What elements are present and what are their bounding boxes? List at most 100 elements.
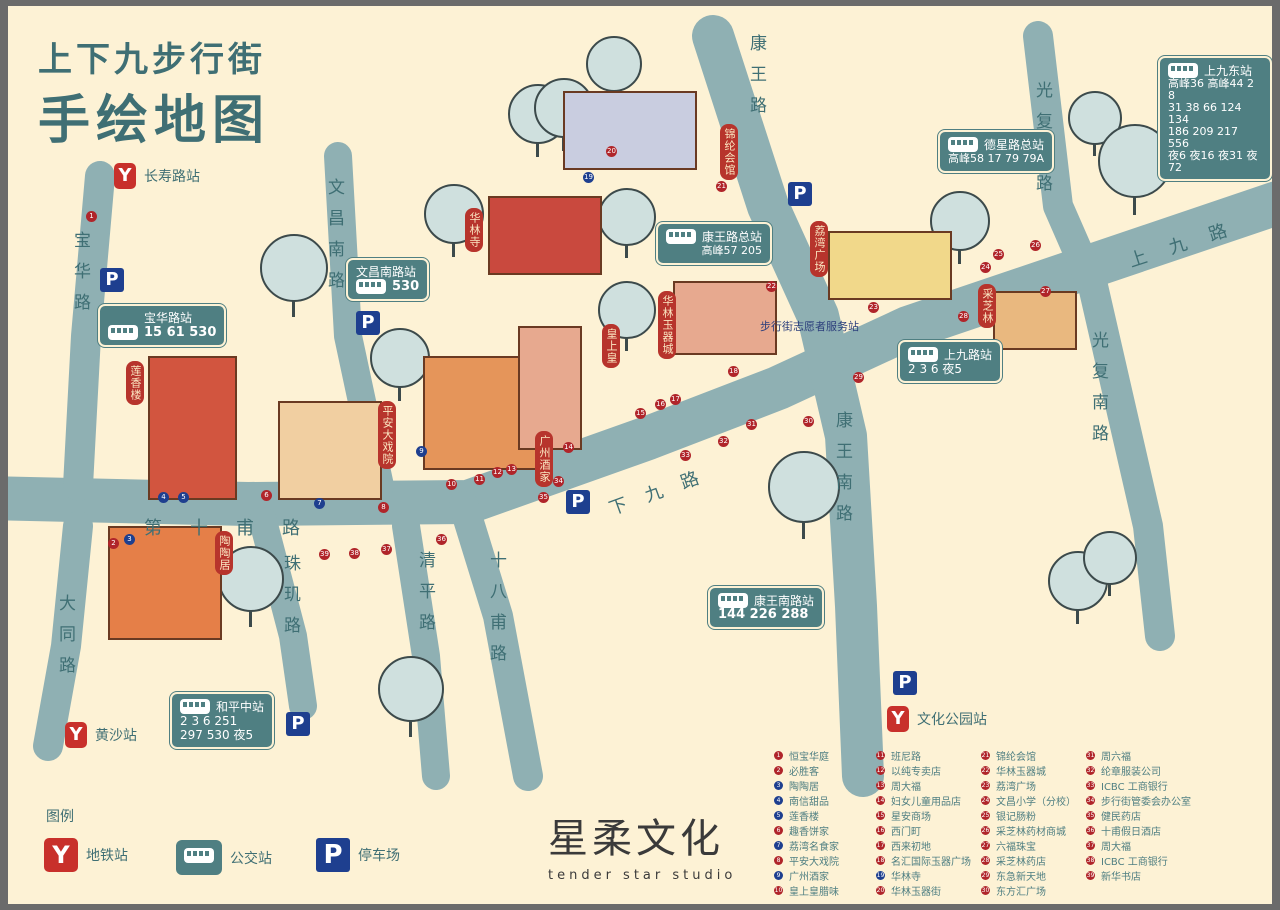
poi-marker[interactable]: 27 <box>1040 286 1051 297</box>
hualin-temple-building <box>488 196 602 275</box>
poi-marker[interactable]: 24 <box>980 262 991 273</box>
poi-marker[interactable]: 13 <box>506 464 517 475</box>
poi-marker[interactable]: 30 <box>803 416 814 427</box>
poi-marker[interactable]: 9 <box>416 446 427 457</box>
poi-marker[interactable]: 4 <box>158 492 169 503</box>
parking-icon[interactable]: P <box>566 490 590 514</box>
poi-marker[interactable]: 34 <box>553 476 564 487</box>
poi-marker[interactable]: 29 <box>853 372 864 383</box>
poi-marker[interactable]: 38 <box>349 548 360 559</box>
poi-marker[interactable]: 32 <box>718 436 729 447</box>
poi-marker[interactable]: 7 <box>314 498 325 509</box>
poi-marker[interactable]: 21 <box>716 181 727 192</box>
bus-stop-kangwang[interactable]: 康王路总站高峰57 205 <box>656 222 773 265</box>
poi-marker[interactable]: 37 <box>381 544 392 555</box>
poi-marker[interactable]: 33 <box>680 450 691 461</box>
parking-icon[interactable]: P <box>356 311 380 335</box>
poi-marker[interactable]: 19 <box>583 172 594 183</box>
poi-marker[interactable]: 8 <box>378 502 389 513</box>
parking-icon[interactable]: P <box>788 182 812 206</box>
poi-marker[interactable]: 28 <box>958 311 969 322</box>
poi-number-badge: 35 <box>1086 811 1095 820</box>
parking-icon[interactable]: P <box>893 671 917 695</box>
poi-marker[interactable]: 1 <box>86 211 97 222</box>
poi-marker[interactable]: 18 <box>728 366 739 377</box>
poi-marker[interactable]: 12 <box>492 467 503 478</box>
poi-marker[interactable]: 5 <box>178 492 189 503</box>
poi-marker[interactable]: 20 <box>606 146 617 157</box>
poi-marker[interactable]: 14 <box>563 442 574 453</box>
poi-marker[interactable]: 25 <box>993 249 1004 260</box>
poi-marker[interactable]: 26 <box>1030 240 1041 251</box>
parking-icon[interactable]: P <box>100 268 124 292</box>
poi-marker[interactable]: 22 <box>766 281 777 292</box>
poi-marker[interactable]: 23 <box>868 302 879 313</box>
poi-marker[interactable]: 2 <box>108 538 119 549</box>
poi-marker[interactable]: 15 <box>635 408 646 419</box>
poi-marker[interactable]: 35 <box>538 492 549 503</box>
poi-marker[interactable]: 17 <box>670 394 681 405</box>
poi-marker[interactable]: 10 <box>446 479 457 490</box>
poi-marker[interactable]: 3 <box>124 534 135 545</box>
poi-marker[interactable]: 11 <box>474 474 485 485</box>
poi-number-badge: 21 <box>981 751 990 760</box>
poi-number-badge: 16 <box>876 826 885 835</box>
poi-marker[interactable]: 39 <box>319 549 330 560</box>
poi-marker[interactable]: 16 <box>655 399 666 410</box>
poi-marker[interactable]: 6 <box>261 490 272 501</box>
bus-stop-dexing[interactable]: 德星路总站高峰58 17 79 79A <box>938 130 1055 173</box>
poi-name: 华林玉器城 <box>996 767 1046 778</box>
parking-icon[interactable]: P <box>286 712 310 736</box>
poi-marker[interactable]: 36 <box>436 534 447 545</box>
poi-marker[interactable]: 31 <box>746 419 757 430</box>
